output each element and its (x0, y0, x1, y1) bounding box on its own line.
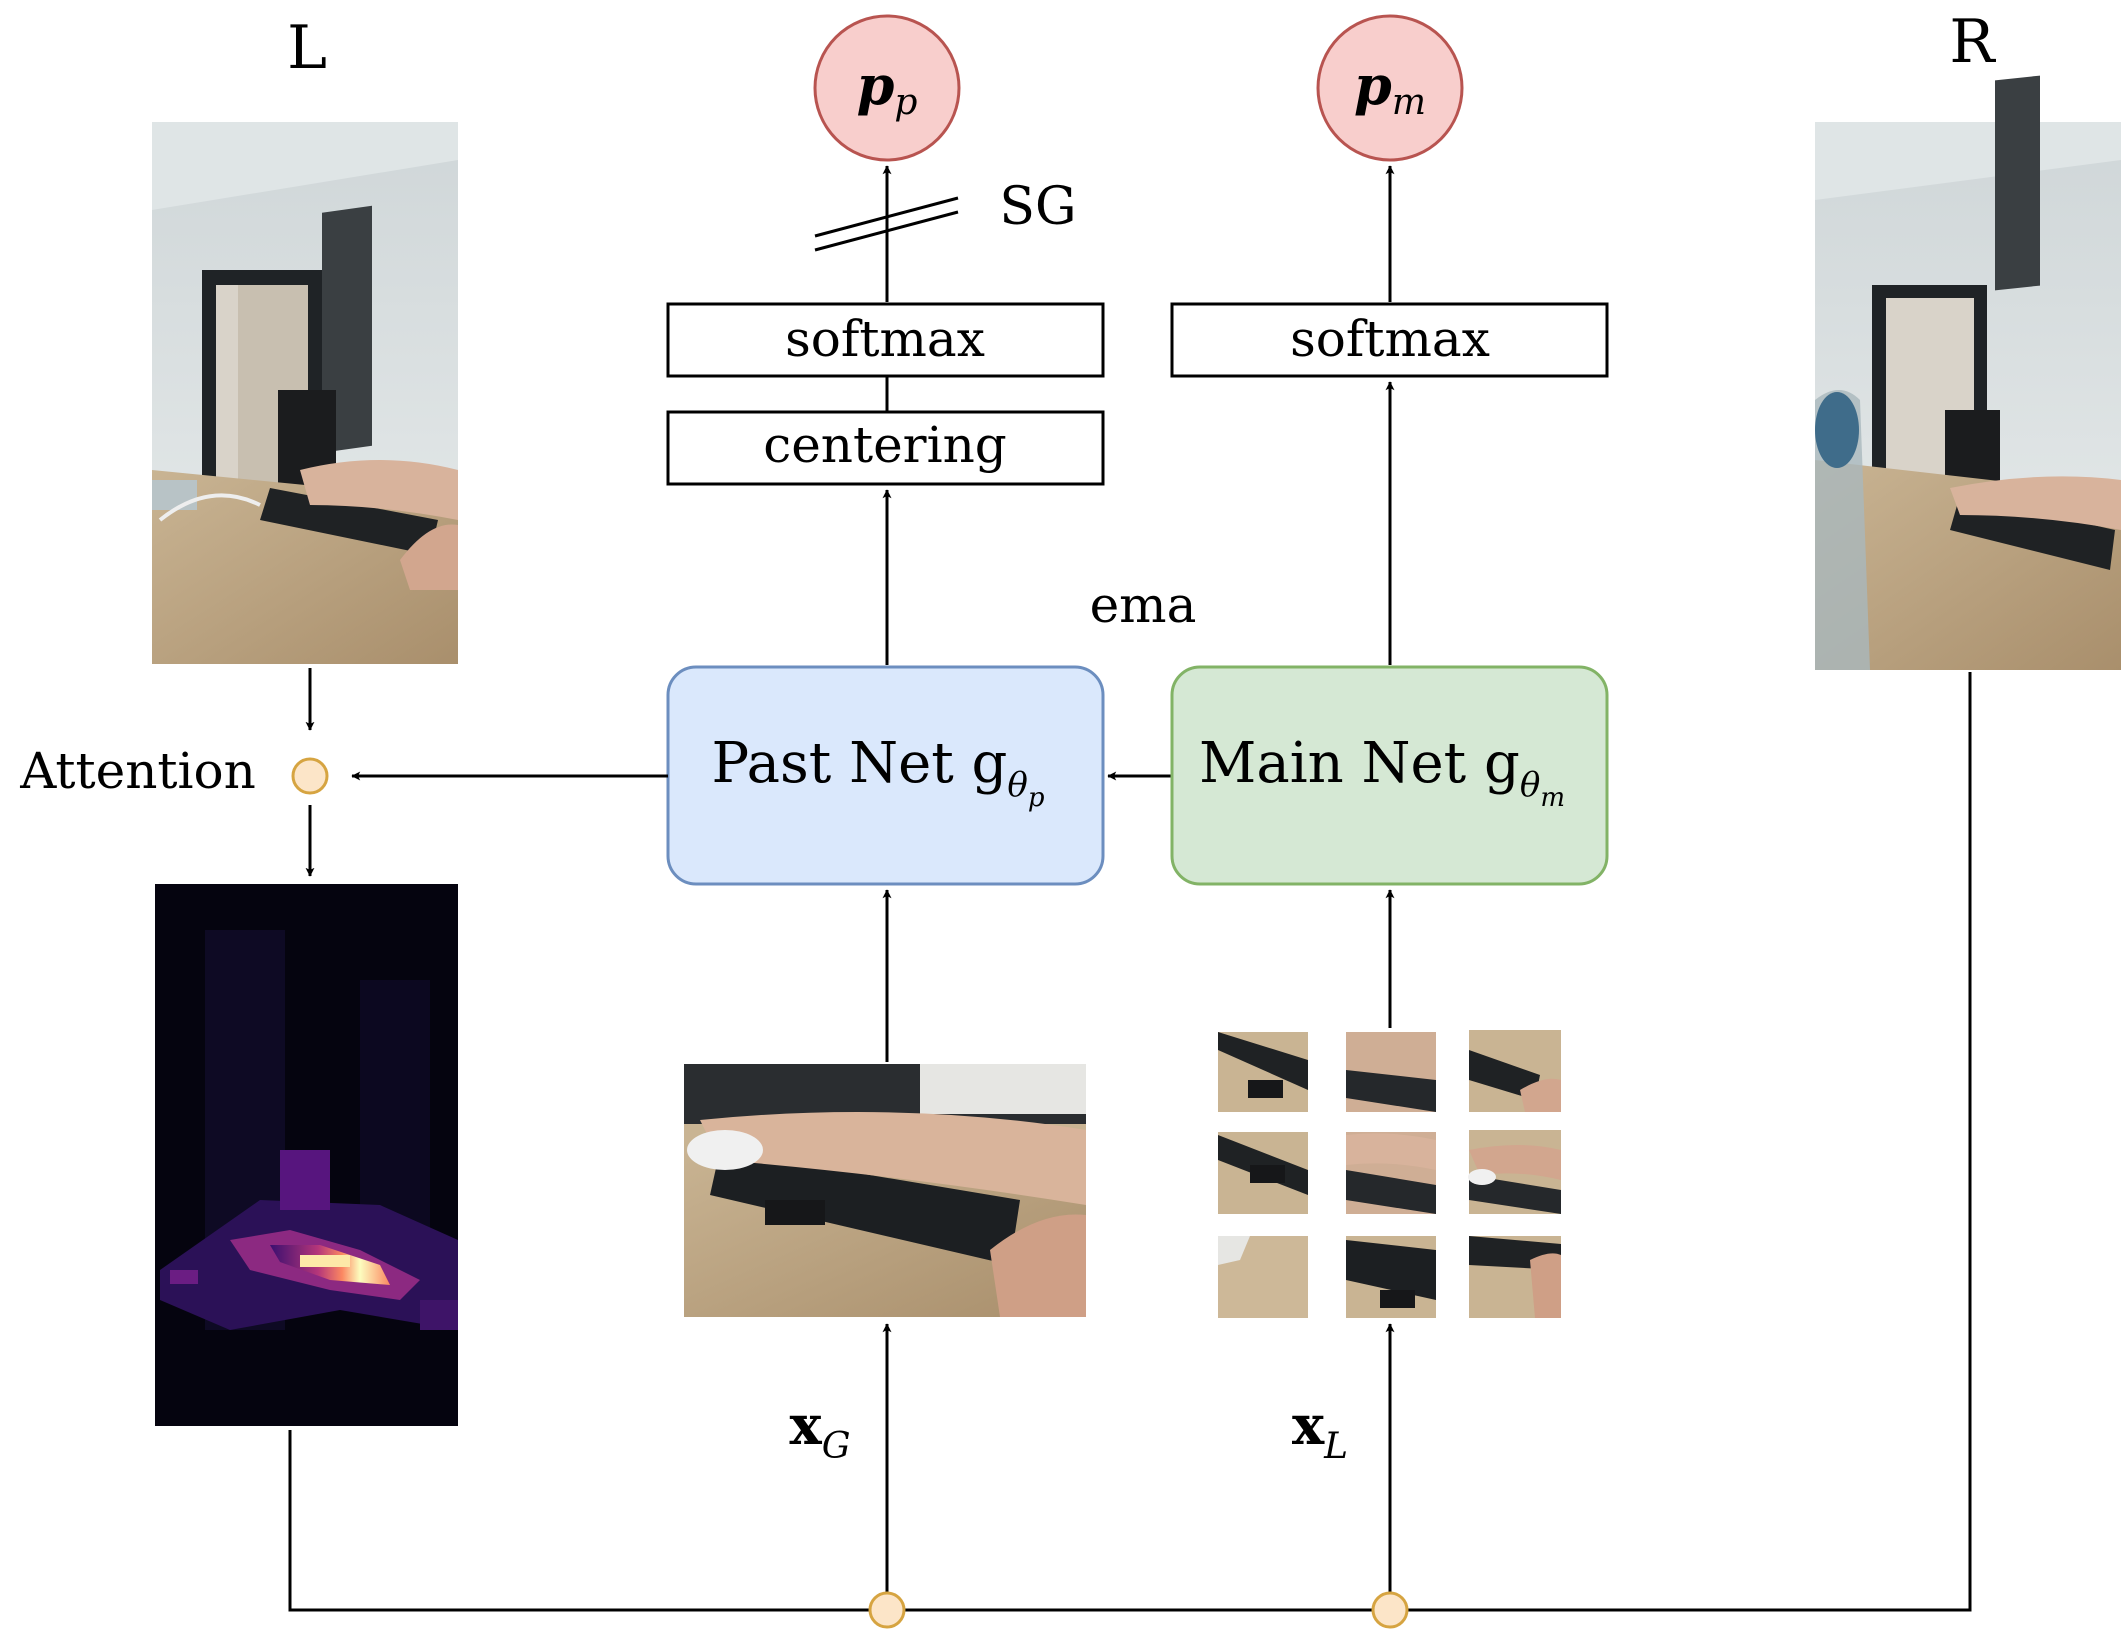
local-crop (1346, 1132, 1436, 1214)
attention-node (291, 757, 329, 795)
attention-label: Attention (19, 742, 256, 800)
stop-gradient-label: SG (999, 177, 1076, 237)
local-input-label: xL (1292, 1393, 1348, 1467)
centering-box (666, 410, 1105, 486)
left-frame-label: L (287, 13, 327, 83)
past-softmax-label: softmax (785, 310, 985, 368)
global-input-label: xG (790, 1393, 851, 1467)
local-crop (1218, 1032, 1308, 1112)
past-output-node (813, 14, 961, 162)
centering-label: centering (763, 416, 1007, 474)
local-crop (1469, 1236, 1561, 1318)
local-crop (1346, 1032, 1436, 1112)
left-frame-photo (152, 122, 458, 664)
attention-heatmap (155, 884, 458, 1426)
right-frame-photo (1815, 75, 2121, 670)
local-crop (1218, 1132, 1308, 1214)
main-output-node (1316, 14, 1464, 162)
global-view-image (684, 1064, 1086, 1317)
past-softmax-box (666, 302, 1105, 378)
right-frame-label: R (1949, 7, 1996, 77)
local-split-node (1371, 1591, 1409, 1629)
stop-gradient-marks (814, 196, 959, 252)
local-crop (1469, 1030, 1561, 1112)
global-split-node (868, 1591, 906, 1629)
bottom-connector (288, 672, 1972, 1612)
local-crop (1346, 1236, 1436, 1318)
past-output-label: pp (857, 53, 918, 123)
local-crop (1468, 1130, 1561, 1214)
past-net-label: Past Net gθp (711, 731, 1044, 813)
local-crop (1218, 1236, 1308, 1318)
main-output-label: pm (1354, 53, 1426, 123)
local-views-grid (1218, 1030, 1561, 1318)
main-softmax-box (1170, 302, 1609, 378)
ema-label: ema (1090, 576, 1197, 634)
main-net-label: Main Net gθm (1199, 731, 1565, 813)
main-net-box (1170, 665, 1609, 886)
main-softmax-label: softmax (1290, 310, 1490, 368)
